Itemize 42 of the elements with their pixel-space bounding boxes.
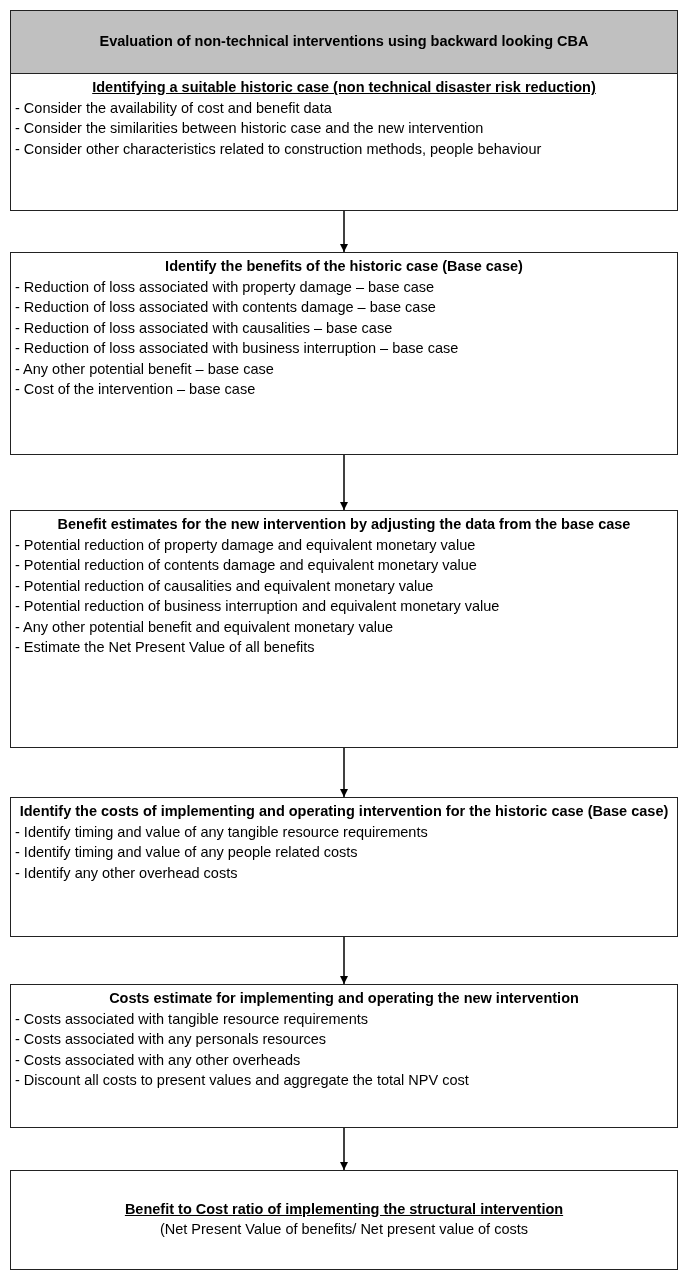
bullet-text: - Costs associated with tangible resource requirements bbox=[15, 1009, 369, 1029]
bullet-text: - Costs associated with any other overheads bbox=[15, 1050, 302, 1070]
bullet-text: - Costs associated with any personals resources bbox=[15, 1030, 328, 1050]
heading-text: Benefit estimates for the new intervention by adjusting the data from the base case bbox=[56, 515, 632, 534]
arrow bbox=[340, 210, 348, 253]
step-box bbox=[10, 510, 678, 748]
step-box bbox=[10, 252, 678, 455]
bullet-text: - Reduction of loss associated with business interruption – base case bbox=[15, 339, 460, 359]
formula-text: (Net Present Value of benefits/ Net present value of costs bbox=[158, 1220, 530, 1240]
bullet-text: - Reduction of loss associated with causalities – base case bbox=[15, 318, 394, 338]
bullet-text: - Consider the similarities between historic case and the new intervention bbox=[15, 119, 485, 139]
bullet-text: - Reduction of loss associated with contents damage – base case bbox=[15, 298, 437, 318]
heading-text: Identify the benefits of the historic case (Base case) bbox=[164, 257, 524, 276]
bullet-text: - Discount all costs to present values and aggregate the total NPV cost bbox=[15, 1071, 470, 1091]
heading-text: Benefit to Cost ratio of implementing the structural intervention bbox=[123, 1199, 565, 1219]
bullet-text: - Potential reduction of contents damage and equivalent monetary value bbox=[15, 556, 478, 576]
title-band bbox=[10, 10, 678, 74]
bullet-text: - Identify timing and value of any people related costs bbox=[15, 843, 359, 863]
bullet-text: - Consider the availability of cost and benefit data bbox=[15, 98, 333, 118]
bullet-text: - Any other potential benefit – base case bbox=[15, 359, 275, 379]
arrow bbox=[340, 1127, 348, 1171]
heading-text: Costs estimate for implementing and operating the new intervention bbox=[108, 989, 580, 1008]
arrow bbox=[340, 454, 348, 511]
bullet-text: - Potential reduction of causalities and equivalent monetary value bbox=[15, 576, 435, 596]
bullet-text: - Identify timing and value of any tangible resource requirements bbox=[15, 822, 429, 842]
bullet-text: - Consider other characteristics related to construction methods, people behaviour bbox=[15, 139, 543, 159]
arrow bbox=[340, 747, 348, 798]
heading-text: Identify the costs of implementing and operating intervention for the historic case (Base case) bbox=[18, 802, 670, 821]
bullet-text: - Reduction of loss associated with property damage – base case bbox=[15, 277, 436, 297]
bullet-text: - Identify any other overhead costs bbox=[15, 863, 239, 883]
bullet-text: - Any other potential benefit and equivalent monetary value bbox=[15, 617, 395, 637]
arrow bbox=[340, 936, 348, 985]
bullet-text: - Estimate the Net Present Value of all benefits bbox=[15, 638, 316, 658]
heading-text: Identifying a suitable historic case (non technical disaster risk reduction) bbox=[91, 78, 597, 97]
bullet-text: - Cost of the intervention – base case bbox=[15, 380, 257, 400]
bullet-text: - Potential reduction of business interruption and equivalent monetary value bbox=[15, 597, 501, 617]
result-box bbox=[10, 1170, 678, 1270]
heading-text: Evaluation of non-technical interventions using backward looking CBA bbox=[98, 32, 590, 52]
step-box bbox=[10, 984, 678, 1128]
bullet-text: - Potential reduction of property damage and equivalent monetary value bbox=[15, 535, 477, 555]
step-box bbox=[10, 797, 678, 937]
step-box bbox=[10, 73, 678, 211]
